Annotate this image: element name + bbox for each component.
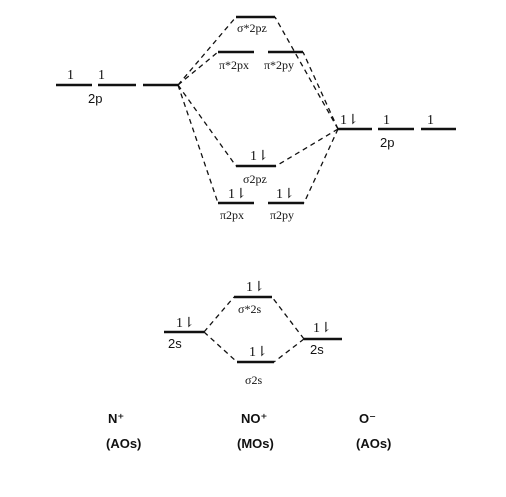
n-plus-type: (AOs) [106,436,141,451]
o-2s-label: 2s [310,342,324,357]
no-plus-type: (MOs) [237,436,274,451]
correlation-line [203,296,235,333]
n-2p-electron-2: 1 [98,68,105,83]
o-2p-electron-3: 1 [427,113,434,128]
correlation-line [271,296,305,340]
correlation-line [203,331,238,363]
n-2p-label: 2p [88,91,102,106]
correlation-line [177,16,237,86]
o-2s-occupancy: 1⇂ [313,321,332,336]
correlation-line [177,84,237,167]
correlation-line [274,16,339,130]
sigma-2s-label: σ2s [245,373,262,387]
pi-2px-occupancy: 1⇂ [228,187,247,202]
sigma-2pz-label: σ2pz [243,172,267,186]
correlation-line [302,51,339,130]
sigma-star-2pz-label: σ*2pz [237,21,267,35]
pi-2py-occupancy: 1⇂ [276,187,295,202]
o-2p-electron-2: 1 [383,113,390,128]
sigma-star-2s-occupancy: 1⇂ [246,280,265,295]
o-minus-species: O⁻ [359,411,376,426]
sigma-2s-occupancy: 1⇂ [249,345,268,360]
n-2s-occupancy: 1⇂ [176,316,195,331]
correlation-line [177,84,219,204]
pi-2py-label: π2py [270,208,294,222]
sigma-star-2s-label: σ*2s [238,302,261,316]
n-2p-electron-1: 1 [67,68,74,83]
correlation-line [303,128,339,204]
sigma-2pz-occupancy: 1⇂ [250,149,269,164]
o-2p-electron-1: 1⇂ [340,113,359,128]
correlation-line [177,51,219,86]
no-plus-species: NO⁺ [241,411,267,426]
pi-2px-label: π2px [220,208,244,222]
o-minus-type: (AOs) [356,436,391,451]
correlation-line [275,128,339,167]
correlation-line [273,338,305,363]
n-plus-species: N⁺ [108,411,124,426]
pi-star-2px-label: π*2px [219,58,249,72]
o-2p-label: 2p [380,135,394,150]
n-2s-label: 2s [168,336,182,351]
pi-star-2py-label: π*2py [264,58,294,72]
